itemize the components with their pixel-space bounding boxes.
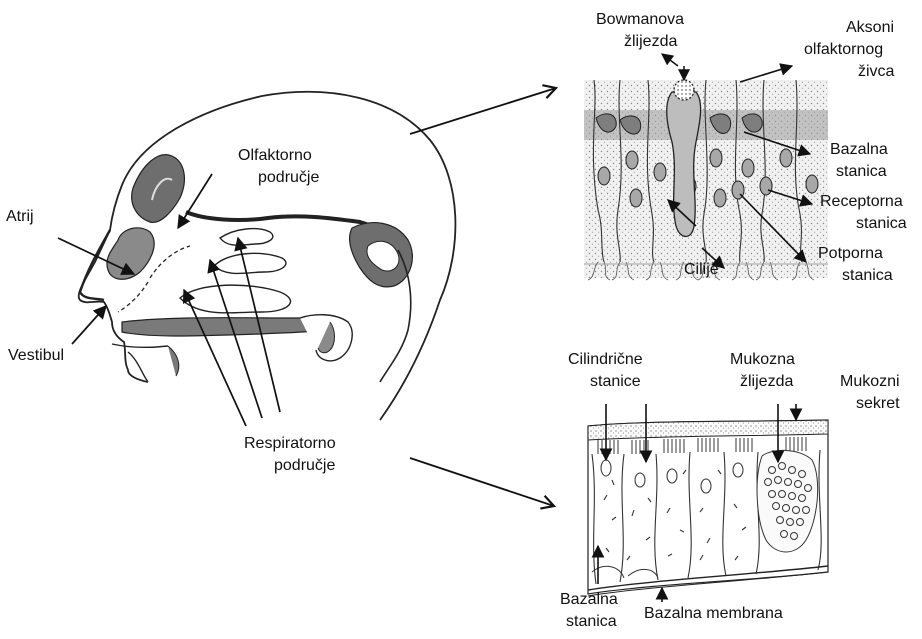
label-axons-3: živca xyxy=(858,62,894,81)
label-vestibul: Vestibul xyxy=(8,346,64,365)
inferior-turbinate xyxy=(180,285,290,313)
label-axons-1: Aksoni xyxy=(846,18,894,37)
label-resp-basal-cell-2: stanica xyxy=(566,612,617,631)
label-olfactory-region-2: područje xyxy=(258,168,319,187)
label-supporting-cell-1: Potporna xyxy=(818,244,883,263)
respiratory-connector-arrow xyxy=(410,458,554,506)
label-basement-membrane: Bazalna membrana xyxy=(644,604,783,623)
label-atrij: Atrij xyxy=(6,207,34,226)
label-basal-cell-1: Bazalna xyxy=(830,140,888,159)
label-resp-basal-cell-1: Bazalna xyxy=(560,590,618,609)
nose-outline xyxy=(80,230,110,300)
label-mucous-gland-1: Mukozna xyxy=(730,350,795,369)
label-mucus-secretion-2: sekret xyxy=(856,394,900,413)
frontal-sinus xyxy=(132,155,185,223)
olfactory-epithelium xyxy=(584,80,828,280)
label-respiratory-region-2: područje xyxy=(274,456,335,475)
label-mucous-gland-2: žlijezda xyxy=(740,372,793,391)
label-mucus-secretion-1: Mukozni xyxy=(840,372,900,391)
respiratory-epithelium xyxy=(588,420,828,596)
label-respiratory-region-1: Respiratorno xyxy=(244,434,336,453)
superior-turbinate xyxy=(220,229,273,246)
label-axons-2: olfaktornog xyxy=(804,40,883,59)
label-receptor-cell-1: Receptorna xyxy=(820,192,903,211)
vestibule-boundary xyxy=(150,246,190,278)
label-columnar-cells-1: Cilindrične xyxy=(568,350,643,369)
label-receptor-cell-2: stanica xyxy=(856,214,907,233)
label-basal-cell-2: stanica xyxy=(836,162,887,181)
olfactory-connector-arrow xyxy=(410,88,556,134)
label-supporting-cell-2: stanica xyxy=(842,266,893,285)
label-columnar-cells-2: stanice xyxy=(590,372,641,391)
middle-turbinate xyxy=(214,253,286,273)
label-bowman-gland-1: Bowmanova xyxy=(596,10,684,29)
label-olfactory-region-1: Olfaktorno xyxy=(238,146,312,165)
head-section xyxy=(79,92,456,420)
label-cilia: Cilije xyxy=(684,260,719,279)
label-bowman-gland-2: žlijezda xyxy=(624,32,677,51)
